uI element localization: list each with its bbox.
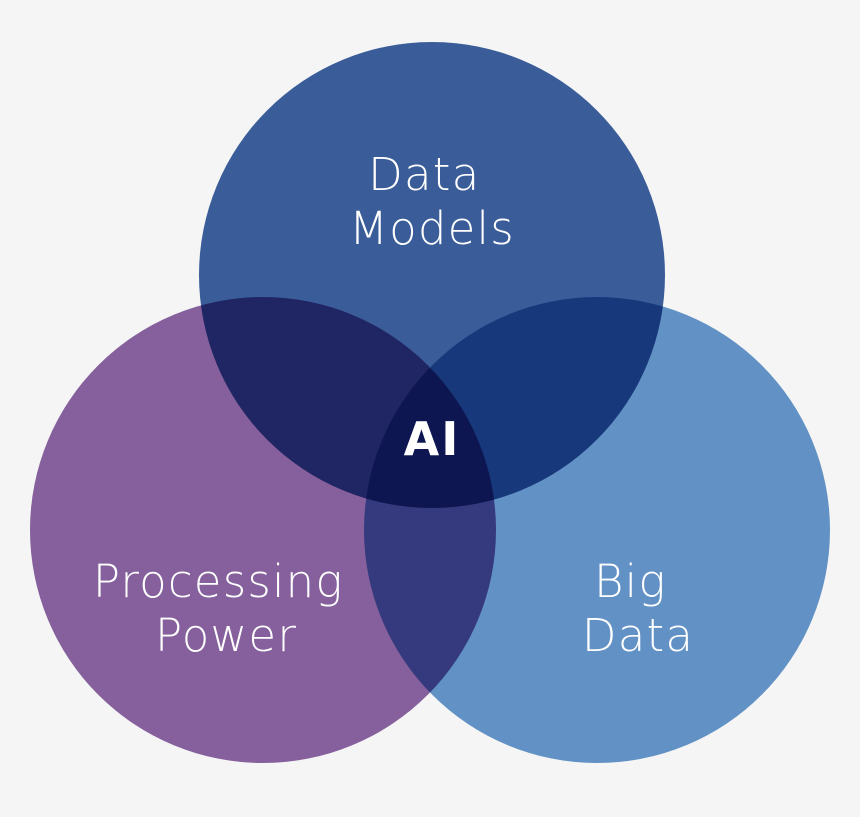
venn-label-big-data-line1: Big	[594, 555, 667, 608]
venn-circle-processing-power[interactable]	[30, 297, 496, 763]
venn-label-data-models-line2: Models	[349, 202, 515, 255]
venn-label-data-models: Data Models	[349, 148, 515, 255]
venn-circle-big-data[interactable]	[364, 297, 830, 763]
venn-label-processing-power-line1: Processing	[93, 555, 344, 608]
venn-label-processing-power: Processing Power	[93, 555, 359, 662]
venn-label-big-data: Big Data	[582, 555, 694, 662]
venn-center-label-ai: AI	[404, 412, 461, 466]
venn-labels-group: Data Models Processing Power Big Data AI	[93, 148, 694, 662]
venn-label-processing-power-line2: Power	[155, 609, 297, 662]
venn-label-data-models-line1: Data	[368, 148, 480, 201]
venn-label-big-data-line2: Data	[582, 609, 694, 662]
venn-circles-group	[30, 42, 830, 763]
